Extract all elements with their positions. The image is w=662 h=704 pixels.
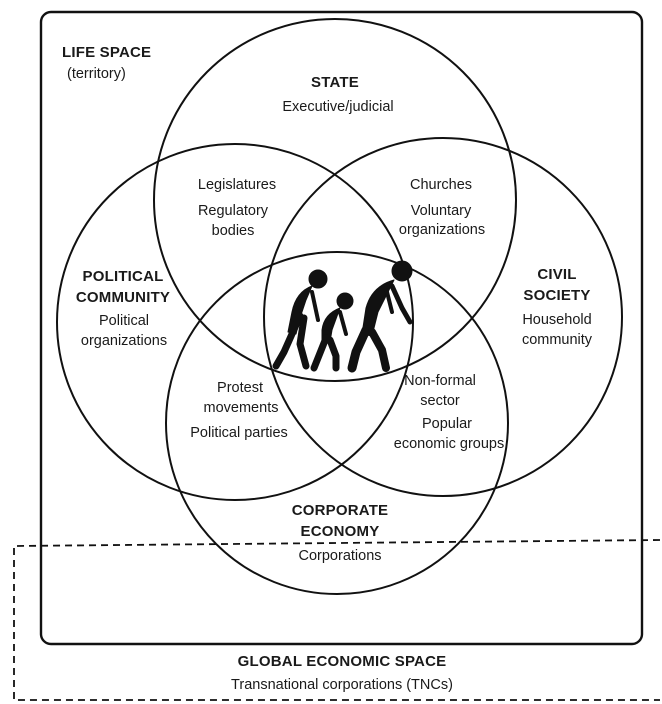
people-silhouette-icon (272, 260, 413, 373)
corporate-economy-circle (165, 251, 509, 595)
overlap-state-political-line1: Legislatures (197, 177, 277, 193)
civil-society-sub-line2: community (521, 332, 593, 348)
corporate-economy-subtitle: Corporations (298, 548, 382, 564)
overlap-state-political-line3: bodies (211, 223, 255, 239)
overlap-civil-economy-line3: Popular (422, 416, 472, 432)
life-space-frame (39, 10, 644, 646)
corporate-economy-title-line2: ECONOMY (300, 523, 380, 540)
political-community-title-line2: COMMUNITY (75, 289, 171, 306)
overlap-civil-economy-line1: Non-formal (404, 373, 476, 389)
corporate-economy-title-line1: CORPORATE (291, 502, 389, 519)
overlap-state-civil-line1: Churches (409, 177, 473, 193)
life-space-subtitle: (territory) (67, 66, 126, 82)
overlap-political-economy-line2: movements (203, 400, 279, 416)
global-economic-space-subtitle: Transnational corporations (TNCs) (231, 677, 453, 693)
state-subtitle: Executive/judicial (282, 99, 394, 115)
civil-society-sub-line1: Household (522, 312, 592, 328)
political-community-sub-line1: Political (99, 313, 149, 329)
civil-society-title-line1: CIVIL (537, 266, 577, 283)
political-community-circle (56, 143, 414, 501)
state-title: STATE (311, 74, 359, 91)
civil-society-title-line2: SOCIETY (523, 287, 591, 304)
overlap-political-economy-line1: Protest (217, 380, 263, 396)
political-community-sub-line2: organizations (80, 333, 168, 349)
life-space-title: LIFE SPACE (62, 44, 152, 61)
political-community-title-line1: POLITICAL (82, 268, 164, 285)
overlap-state-civil-line2: Voluntary (410, 203, 472, 219)
civil-society-circle (263, 137, 623, 497)
state-circle (153, 18, 517, 382)
overlap-civil-economy-line4: economic groups (393, 436, 505, 452)
overlap-political-economy-line3: Political parties (190, 425, 288, 441)
overlap-state-political-line2: Regulatory (197, 203, 269, 219)
global-economic-space-title: GLOBAL ECONOMIC SPACE (237, 653, 447, 670)
overlap-state-civil-line3: organizations (398, 222, 486, 238)
overlap-civil-economy-line2: sector (420, 393, 460, 409)
global-economic-space-frame (13, 539, 661, 701)
